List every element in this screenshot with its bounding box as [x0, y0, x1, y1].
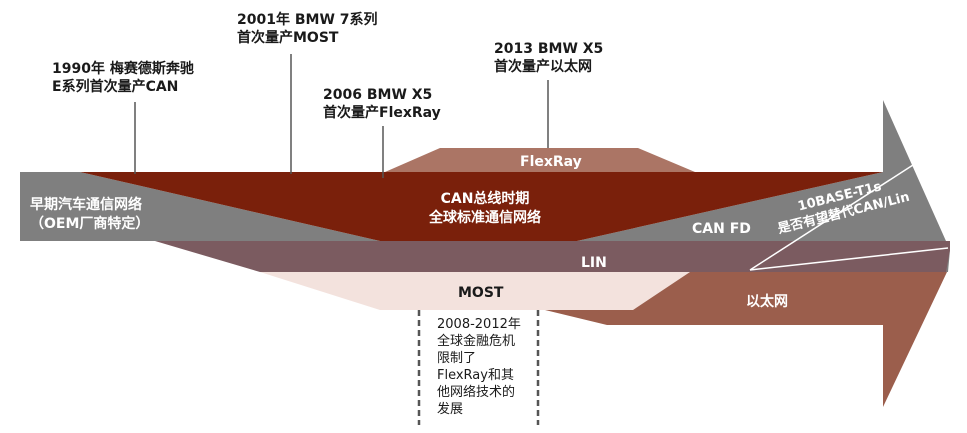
can-band [80, 172, 883, 241]
note-line: 限制了 [437, 351, 477, 366]
ethernet-band [545, 272, 947, 407]
event-1990: 1990年 梅赛德斯奔驰 E系列首次量产CAN [52, 60, 194, 96]
most-band [260, 272, 690, 310]
early-network-label: 早期汽车通信网络 （OEM厂商特定） [30, 196, 149, 234]
event-2001-line1: 2001年 BMW 7系列 [237, 12, 378, 28]
note-line: 全球金融危机 [437, 334, 516, 349]
arrow-head [577, 100, 950, 272]
early-network-line1: 早期汽车通信网络 [30, 197, 142, 213]
event-2001-line2: 首次量产MOST [237, 30, 339, 46]
event-2006-line1: 2006 BMW X5 [323, 87, 433, 103]
can-period-line2: 全球标准通信网络 [429, 210, 541, 226]
event-1990-line2: E系列首次量产CAN [52, 79, 179, 95]
financial-crisis-note: 2008-2012年 全球金融危机 限制了 FlexRay和其 他网络技术的 发… [437, 316, 521, 418]
flexray-band [385, 148, 695, 172]
event-2013: 2013 BMW X5 首次量产以太网 [494, 40, 603, 76]
can-period-line1: CAN总线时期 [440, 191, 530, 207]
early-network-line2: （OEM厂商特定） [30, 216, 150, 232]
event-2013-line2: 首次量产以太网 [494, 59, 592, 75]
early-network-band [20, 172, 380, 241]
flexray-label: FlexRay [520, 154, 582, 170]
ethernet-label: 以太网 [746, 294, 788, 310]
can-period-label: CAN总线时期 全球标准通信网络 [415, 190, 555, 228]
event-2013-line1: 2013 BMW X5 [494, 41, 604, 57]
event-1990-line1: 1990年 梅赛德斯奔驰 [52, 61, 194, 77]
note-line: 他网络技术的 [437, 385, 516, 400]
lin-band [155, 241, 950, 272]
t1s-upper-line [749, 164, 914, 271]
t1s-lower-line [749, 247, 949, 271]
most-label: MOST [458, 285, 504, 301]
event-2006: 2006 BMW X5 首次量产FlexRay [323, 86, 441, 122]
event-2001: 2001年 BMW 7系列 首次量产MOST [237, 11, 378, 47]
event-2006-line2: 首次量产FlexRay [323, 105, 441, 121]
note-line: 发展 [437, 402, 464, 417]
canfd-label: CAN FD [692, 221, 751, 237]
lin-label: LIN [581, 255, 607, 271]
note-line: 2008-2012年 [437, 317, 521, 332]
note-line: FlexRay和其 [437, 368, 514, 383]
